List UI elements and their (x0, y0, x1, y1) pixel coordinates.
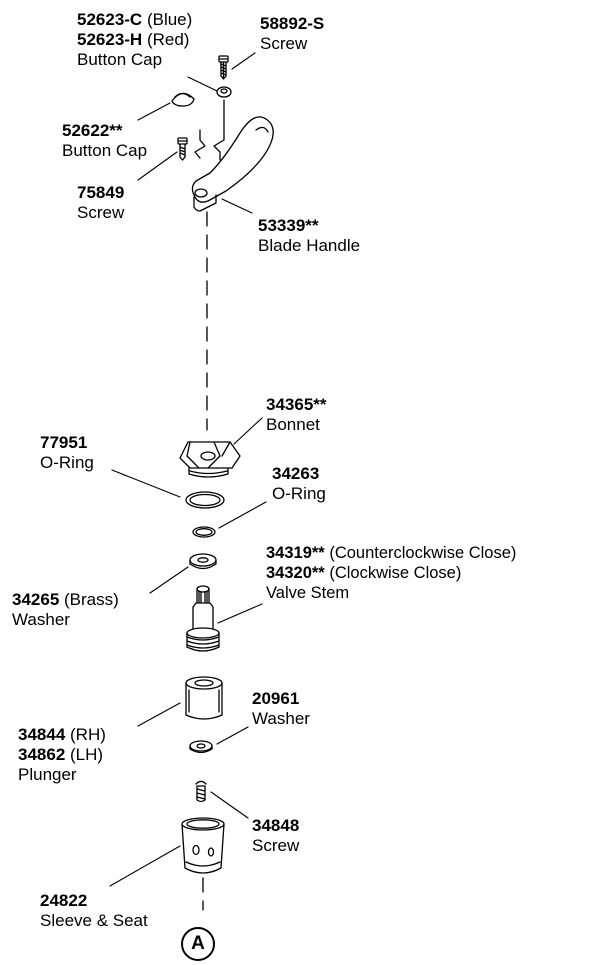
leader-34365 (233, 417, 263, 445)
label-line: 34265 (Brass) (12, 590, 119, 609)
label-line: O-Ring (40, 453, 94, 472)
sleeve-seat-part (181, 817, 225, 874)
label-line: Plunger (18, 765, 77, 784)
label-line: 34848 (252, 816, 300, 835)
label-34263: 34263 O-Ring (272, 464, 326, 504)
o-ring-34263-part (192, 526, 216, 538)
leader-34848 (210, 791, 249, 819)
label-75849: 75849 Screw (77, 183, 124, 223)
label-34265: 34265 (Brass) Washer (12, 590, 119, 630)
label-34319: 34319** (Counterclockwise Close) 34320**… (266, 543, 516, 603)
label-34848: 34848 Screw (252, 816, 299, 856)
blade-handle-part (191, 116, 274, 212)
label-line: 52622** (62, 121, 123, 140)
label-line: Screw (77, 203, 125, 222)
label-line: 34844 (RH) (18, 725, 106, 744)
assembly-axis (202, 211, 208, 911)
label-line: Sleeve & Seat (40, 911, 148, 930)
label-line: 58892-S (260, 14, 325, 33)
label-77951: 77951 O-Ring (40, 433, 94, 473)
label-line: 34320** (Clockwise Close) (266, 564, 462, 582)
valve-stem-part (186, 585, 220, 652)
label-line: 34263 (272, 464, 320, 483)
button-cap-52623-part (216, 86, 232, 98)
leader-58892 (231, 52, 256, 70)
leader-75849 (137, 151, 178, 181)
label-line: 20961 (252, 689, 300, 708)
label-58892: 58892-S Screw (260, 14, 324, 54)
label-line: Washer (12, 610, 70, 629)
leader-20961 (216, 726, 249, 745)
leader-52622 (137, 102, 171, 121)
leader-34844 (137, 702, 181, 727)
leader-lines (109, 52, 267, 887)
label-line: Screw (260, 34, 308, 53)
label-24822: 24822 Sleeve & Seat (40, 891, 148, 931)
leader-34265 (149, 566, 189, 594)
leader-34319 (217, 603, 263, 624)
leader-53339 (221, 198, 253, 214)
screw-58892-part (218, 55, 229, 80)
leader-52623 (187, 76, 218, 92)
break-line (213, 99, 225, 161)
label-line: Button Cap (62, 141, 148, 160)
bonnet-part (179, 441, 241, 478)
label-line: Blade Handle (258, 236, 361, 255)
reference-marker-letter: A (191, 933, 205, 954)
label-34844: 34844 (RH) 34862 (LH) Plunger (18, 725, 106, 785)
label-52623: 52623-C (Blue) 52623-H (Red) Button Cap (77, 10, 192, 70)
label-34365: 34365** Bonnet (266, 395, 327, 435)
label-line: Valve Stem (266, 584, 350, 602)
label-line: 77951 (40, 433, 88, 452)
label-line: 52623-H (Red) (77, 30, 190, 49)
label-line: Button Cap (77, 50, 163, 69)
o-ring-77951-part (185, 491, 225, 509)
label-line: 24822 (40, 891, 88, 910)
reference-marker-a: A (181, 927, 215, 961)
washer-34265-part (189, 553, 217, 570)
label-line: 34319** (Counterclockwise Close) (266, 544, 517, 562)
leader-77951 (111, 469, 181, 498)
label-line: 52623-C (Blue) (77, 10, 193, 29)
button-cap-52622-part (171, 92, 195, 107)
plunger-part (185, 676, 223, 720)
label-line: 34365** (266, 395, 327, 414)
label-line: O-Ring (272, 484, 326, 503)
leader-24822 (109, 845, 181, 887)
leader-34263 (218, 501, 267, 529)
screw-34848-part (195, 780, 207, 803)
label-53339: 53339** Blade Handle (258, 216, 360, 256)
label-line: 34862 (LH) (18, 745, 104, 764)
label-line: Bonnet (266, 415, 320, 434)
label-line: 53339** (258, 216, 319, 235)
label-line: Screw (252, 836, 300, 855)
label-52622: 52622** Button Cap (62, 121, 147, 161)
screw-75849-part (177, 137, 188, 161)
label-line: Washer (252, 709, 310, 728)
washer-20961-part (189, 740, 213, 754)
label-line: 75849 (77, 183, 125, 202)
break-line (194, 129, 206, 159)
label-20961: 20961 Washer (252, 689, 310, 729)
